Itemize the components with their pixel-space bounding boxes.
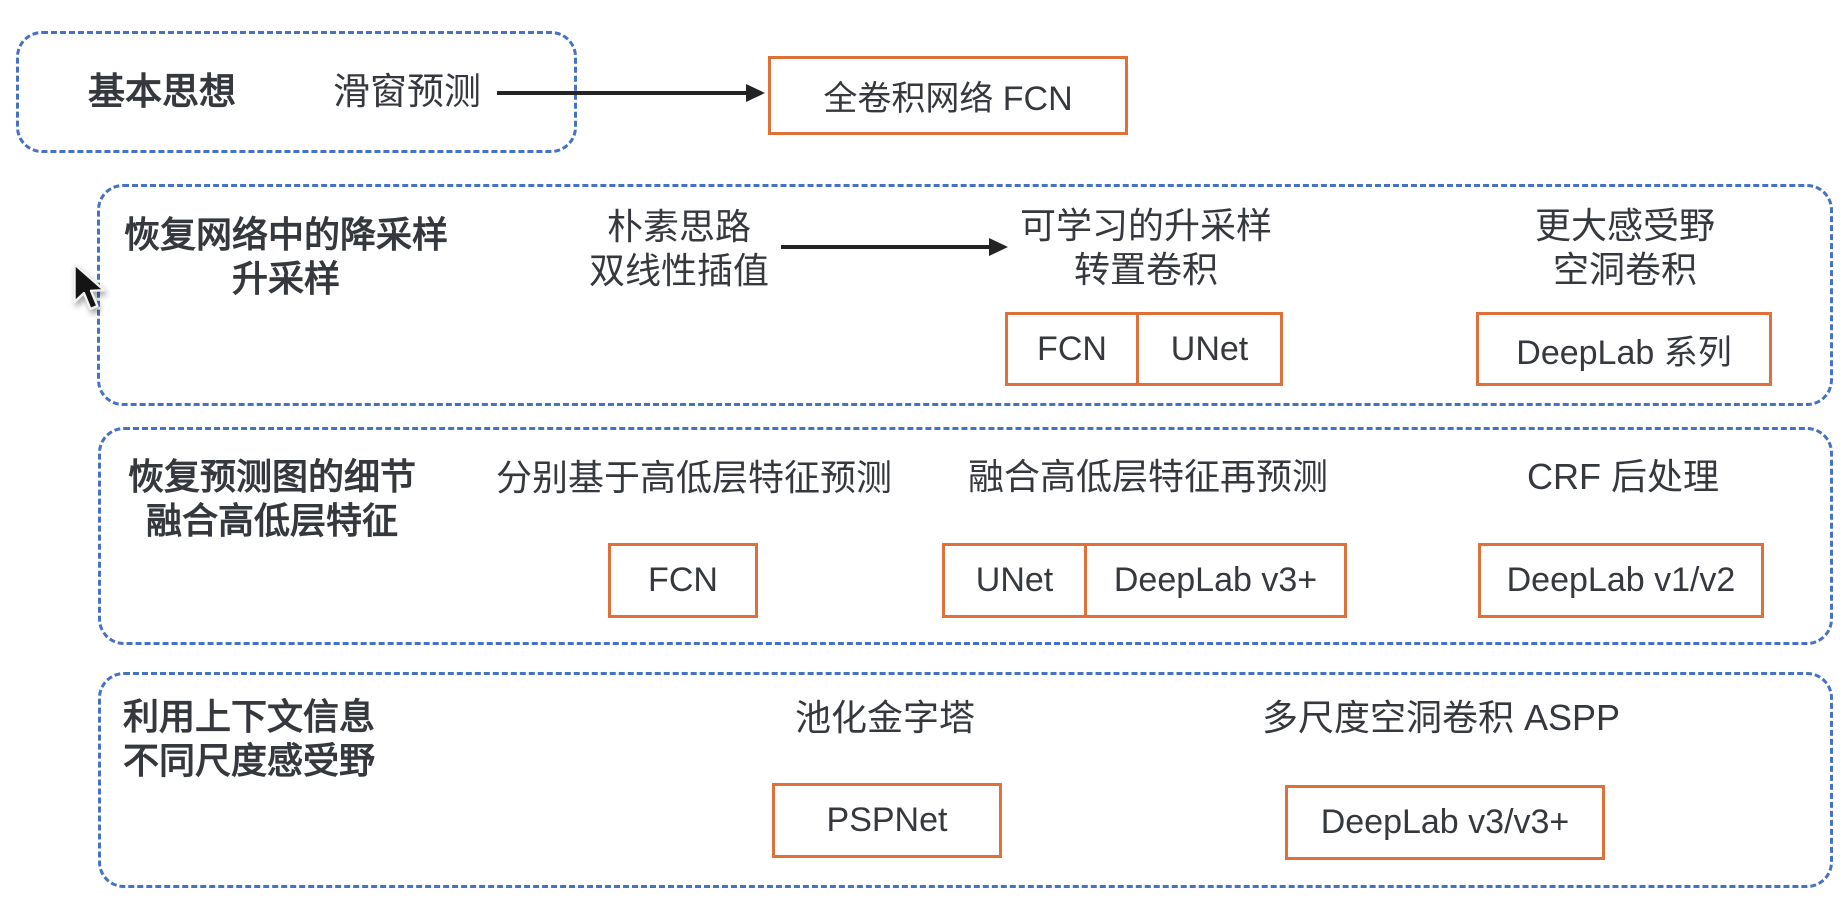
aspp-label: 多尺度空洞卷积 ASPP <box>1261 697 1621 738</box>
model-box-fcn-full: 全卷积网络 FCN <box>768 56 1128 135</box>
naive-line2: 双线性插值 <box>588 250 770 291</box>
detail-title: 恢复预测图的细节 融合高低层特征 <box>128 455 416 543</box>
receptive-line2: 空洞卷积 <box>1552 249 1698 290</box>
upsampling-title: 恢复网络中的降采样 升采样 <box>124 213 448 301</box>
model-box-fcn-detail: FCN <box>608 543 758 618</box>
detail-title-line1: 恢复预测图的细节 <box>127 456 417 497</box>
container-context <box>98 672 1833 888</box>
naive-line1: 朴素思路 <box>606 206 752 247</box>
context-title-line1: 利用上下文信息 <box>123 696 376 737</box>
model-box-deeplab-v3v3plus: DeepLab v3/v3+ <box>1285 785 1605 860</box>
receptive-line1: 更大感受野 <box>1534 205 1716 246</box>
model-pair-unet-deeplabv3plus: UNet DeepLab v3+ <box>942 543 1347 618</box>
separate-prediction-label: 分别基于高低层特征预测 <box>495 457 893 498</box>
receptive-field-label: 更大感受野 空洞卷积 <box>1535 204 1715 292</box>
fuse-prediction-label: 融合高低层特征再预测 <box>967 456 1329 497</box>
model-box-deeplab-series: DeepLab 系列 <box>1476 312 1772 386</box>
model-box-pspnet: PSPNet <box>772 783 1002 858</box>
model-box-unet-detail: UNet <box>942 543 1087 618</box>
model-box-deeplab-v1v2: DeepLab v1/v2 <box>1478 543 1764 618</box>
arrow-sliding-window-to-fcn <box>497 91 747 95</box>
container-detail-recovery <box>98 427 1833 645</box>
sliding-window-label: 滑窗预测 <box>333 71 481 112</box>
model-box-unet: UNet <box>1136 312 1283 386</box>
mouse-pointer-icon <box>73 263 106 311</box>
context-title: 利用上下文信息 不同尺度感受野 <box>123 695 375 783</box>
context-title-line2: 不同尺度感受野 <box>123 740 376 781</box>
learnable-line2: 转置卷积 <box>1073 249 1219 290</box>
model-box-fcn: FCN <box>1005 312 1139 386</box>
learnable-line1: 可学习的升采样 <box>1019 205 1273 246</box>
arrow-naive-to-learnable <box>781 245 990 249</box>
upsampling-title-line1: 恢复网络中的降采样 <box>123 214 449 255</box>
basic-idea-title: 基本思想 <box>88 71 236 112</box>
model-pair-fcn-unet: FCN UNet <box>1005 312 1283 386</box>
crf-postprocess-label: CRF 后处理 <box>1527 456 1719 497</box>
container-upsampling <box>97 184 1833 406</box>
naive-approach-label: 朴素思路 双线性插值 <box>589 205 769 293</box>
model-box-deeplab-v3plus: DeepLab v3+ <box>1084 543 1347 618</box>
pooling-pyramid-label: 池化金字塔 <box>794 697 976 738</box>
learnable-upsample-label: 可学习的升采样 转置卷积 <box>1020 204 1272 292</box>
detail-title-line2: 融合高低层特征 <box>145 500 399 541</box>
upsampling-title-line2: 升采样 <box>231 258 341 299</box>
